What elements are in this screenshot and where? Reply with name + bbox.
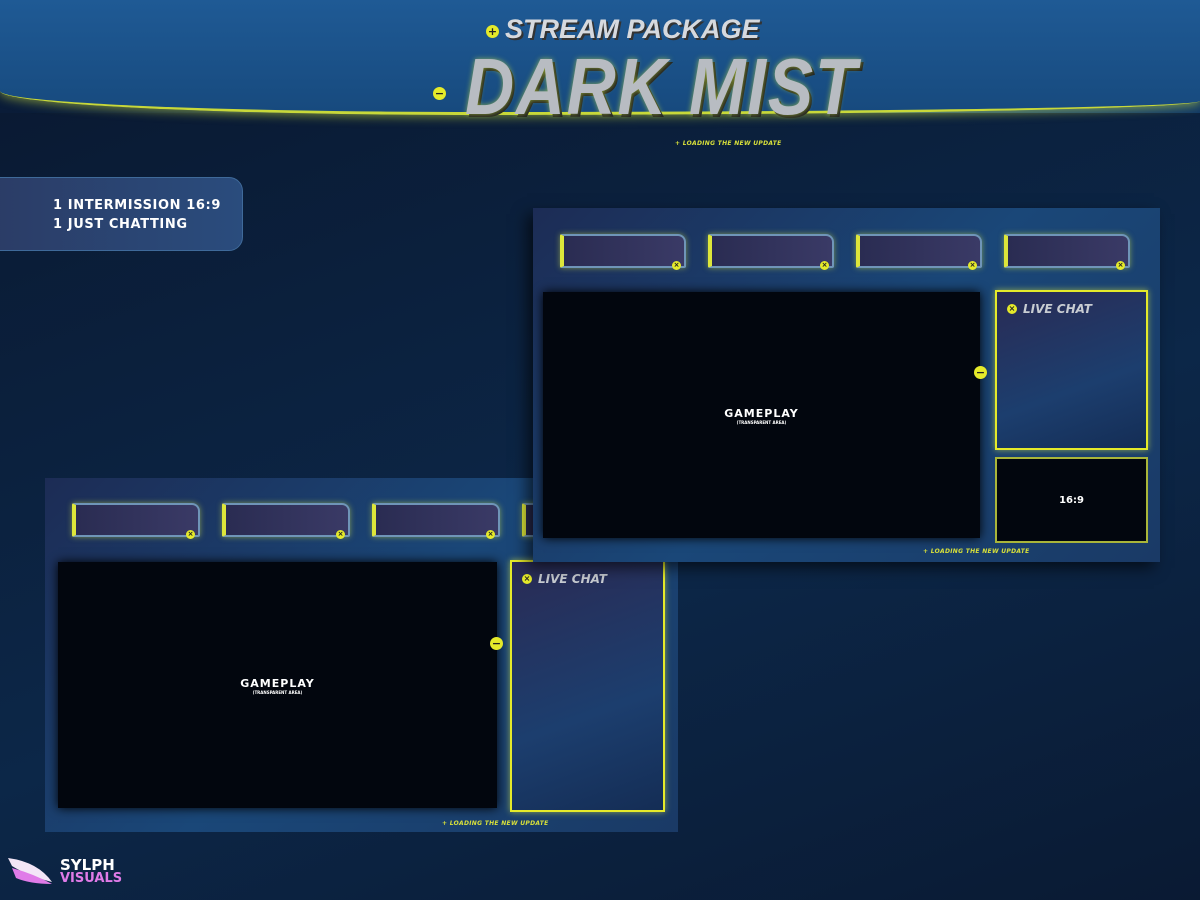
close-icon: × <box>820 261 829 270</box>
gameplay-note: (TRANSPARENT AREA) <box>252 690 303 695</box>
close-icon: × <box>486 530 495 539</box>
live-chat-panel: × LIVE CHAT <box>510 560 665 812</box>
close-icon: × <box>672 261 681 270</box>
gameplay-note: (TRANSPARENT AREA) <box>736 420 787 425</box>
gameplay-label: GAMEPLAY <box>240 677 315 690</box>
sylph-visuals-logo: SYLPH VISUALS <box>8 856 122 888</box>
live-chat-title: LIVE CHAT <box>1023 302 1092 316</box>
cam-label: 16:9 <box>1059 494 1084 506</box>
live-chat-panel: × LIVE CHAT <box>995 290 1148 450</box>
brand-line1: SYLPH <box>60 856 115 874</box>
cam-frame: × <box>708 234 834 270</box>
minus-icon: − <box>974 366 987 379</box>
contents-box: 1 INTERMISSION 16:9 1 JUST CHATTING <box>0 177 243 251</box>
minus-icon: − <box>433 87 446 100</box>
live-chat-title: LIVE CHAT <box>538 572 607 586</box>
tagline: + LOADING THE NEW UPDATE <box>675 140 782 147</box>
close-icon: × <box>968 261 977 270</box>
close-icon: × <box>336 530 345 539</box>
header-band <box>0 0 1200 115</box>
close-icon: × <box>1007 304 1017 314</box>
cam-16-9-frame: 16:9 <box>995 457 1148 543</box>
close-icon: × <box>522 574 532 584</box>
cam-frame: × <box>72 503 200 539</box>
loading-text: + LOADING THE NEW UPDATE <box>442 820 549 827</box>
loading-text: + LOADING THE NEW UPDATE <box>923 548 1030 555</box>
gameplay-label: GAMEPLAY <box>724 407 799 420</box>
minus-icon: − <box>490 637 503 650</box>
cam-frame: × <box>856 234 982 270</box>
brand-line2: VISUALS <box>60 871 123 886</box>
plus-icon: + <box>486 25 499 38</box>
cam-frame: × <box>222 503 350 539</box>
gameplay-area: GAMEPLAY (TRANSPARENT AREA) <box>58 562 497 808</box>
gameplay-area: GAMEPLAY (TRANSPARENT AREA) <box>543 292 980 538</box>
close-icon: × <box>186 530 195 539</box>
intermission-overlay: × × × × GAMEPLAY (TRANSPARENT AREA) − × L… <box>533 208 1160 562</box>
package-subtitle: STREAM PACKAGE <box>505 14 760 44</box>
contents-line: 1 JUST CHATTING <box>53 217 188 232</box>
package-title: DARK MIST <box>465 42 859 131</box>
contents-line: 1 INTERMISSION 16:9 <box>53 198 221 213</box>
cam-frame: × <box>372 503 500 539</box>
cam-frame: × <box>560 234 686 270</box>
wing-icon <box>8 858 52 884</box>
close-icon: × <box>1116 261 1125 270</box>
cam-frame: × <box>1004 234 1130 270</box>
